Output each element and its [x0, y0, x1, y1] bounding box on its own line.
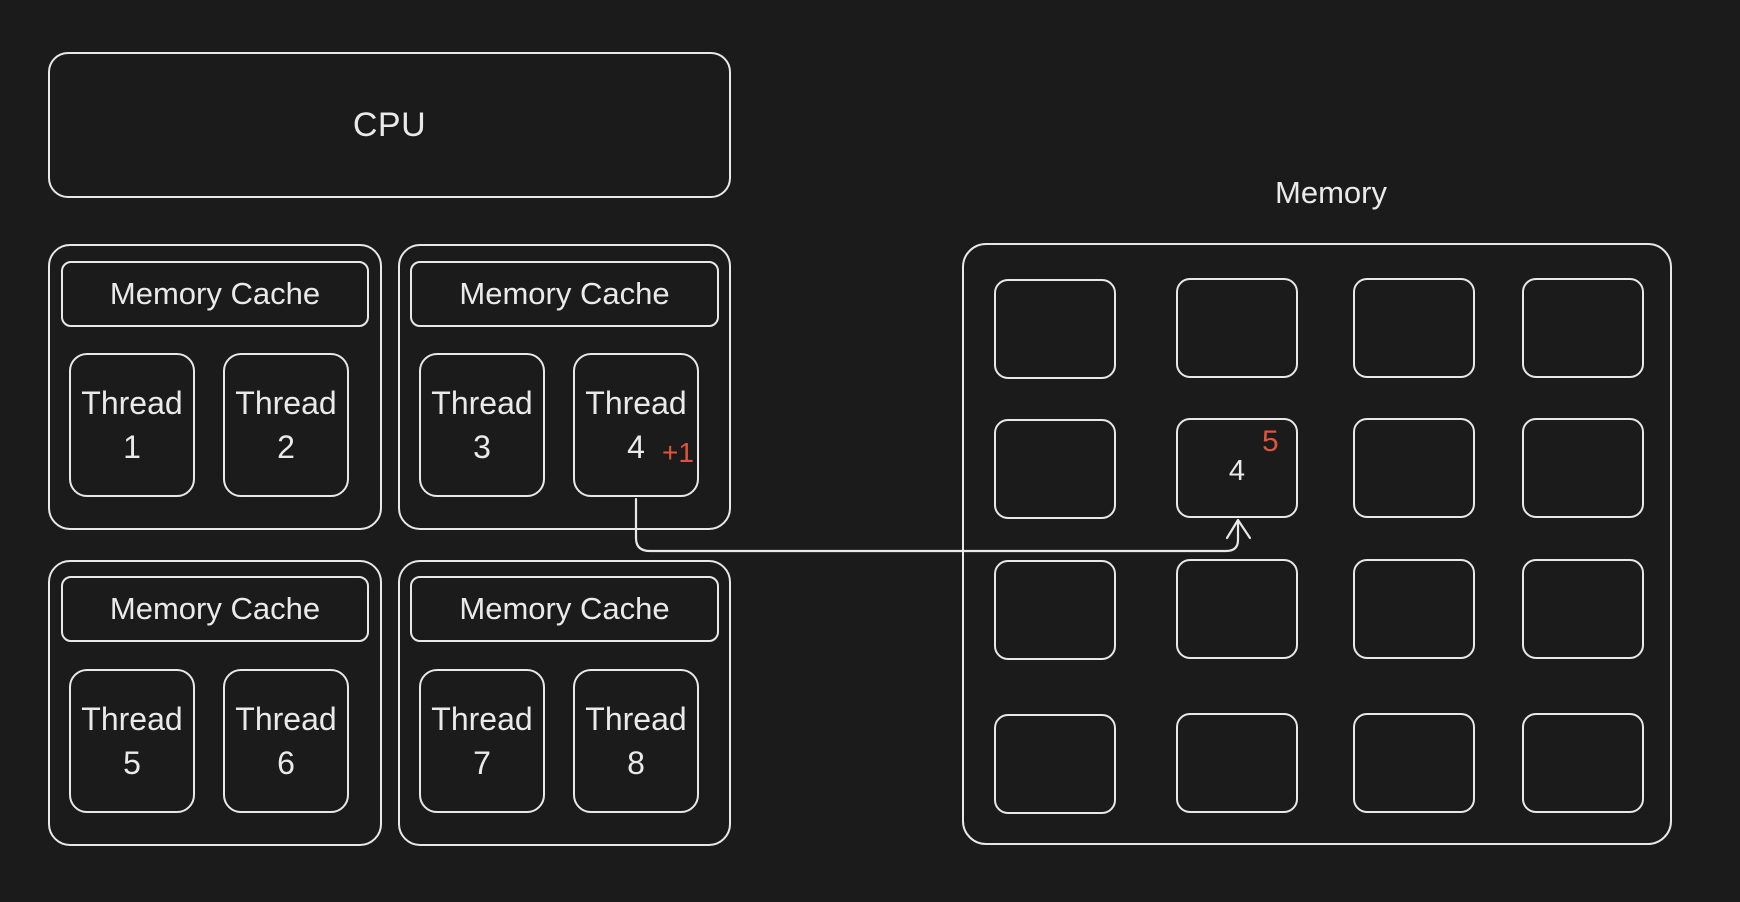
memory-cell	[1353, 418, 1475, 518]
thread-number: 4	[627, 429, 645, 465]
thread-word: Thread	[81, 701, 183, 737]
thread-number: 6	[277, 745, 295, 781]
memory-cell	[1522, 713, 1644, 813]
memory-cell	[1353, 278, 1475, 378]
thread-number: 3	[473, 429, 491, 465]
thread-word: Thread	[431, 701, 533, 737]
core-1	[48, 244, 382, 530]
thread-8: Thread 8	[573, 669, 699, 813]
thread-number: 2	[277, 429, 295, 465]
core-4	[398, 560, 731, 846]
thread-word: Thread	[585, 701, 687, 737]
arrowhead-icon	[1225, 518, 1252, 540]
memory-cache-label: Memory Cache	[109, 276, 321, 311]
thread-word: Thread	[585, 385, 687, 421]
cpu-box: CPU	[48, 52, 731, 198]
thread-6: Thread 6	[223, 669, 349, 813]
memory-cache-label: Memory Cache	[109, 591, 321, 626]
memory-cell	[994, 419, 1116, 519]
core-2	[398, 244, 731, 530]
memory-cache-label: Memory Cache	[459, 591, 670, 626]
memory-cache-4: Memory Cache	[410, 576, 719, 642]
memory-cell	[1522, 418, 1644, 518]
thread-word: Thread	[235, 385, 337, 421]
increment-label: +1	[662, 437, 694, 468]
memory-new-value: 5	[1262, 425, 1279, 458]
memory-cell	[1176, 713, 1298, 813]
thread-5: Thread 5	[69, 669, 195, 813]
memory-cell	[994, 560, 1116, 660]
memory-cache-2: Memory Cache	[410, 261, 719, 327]
memory-cell	[994, 714, 1116, 814]
cpu-label: CPU	[352, 105, 427, 144]
memory-cell	[1522, 559, 1644, 659]
thread-1: Thread 1	[69, 353, 195, 497]
memory-cell	[1353, 559, 1475, 659]
memory-cache-label: Memory Cache	[459, 276, 670, 311]
thread-number: 8	[627, 745, 645, 781]
thread-2: Thread 2	[223, 353, 349, 497]
memory-cell	[1176, 559, 1298, 659]
memory-cache-3: Memory Cache	[61, 576, 369, 642]
memory-cache-1: Memory Cache	[61, 261, 369, 327]
thread-word: Thread	[81, 385, 183, 421]
thread-number: 1	[123, 429, 141, 465]
write-arrow-line	[634, 497, 1240, 553]
thread-3: Thread 3	[419, 353, 545, 497]
thread-4: Thread 4	[573, 353, 699, 497]
memory-cell-highlighted: 4	[1176, 418, 1298, 518]
memory-cell	[1353, 713, 1475, 813]
thread-word: Thread	[431, 385, 533, 421]
memory-cell	[1176, 278, 1298, 378]
thread-number: 5	[123, 745, 141, 781]
memory-cell	[994, 279, 1116, 379]
thread-word: Thread	[235, 701, 337, 737]
thread-7: Thread 7	[419, 669, 545, 813]
memory-title: Memory	[1275, 175, 1387, 210]
memory-box	[962, 243, 1672, 845]
memory-cell-value: 4	[1228, 454, 1246, 487]
thread-number: 7	[473, 745, 491, 781]
core-3	[48, 560, 382, 846]
memory-cell	[1522, 278, 1644, 378]
